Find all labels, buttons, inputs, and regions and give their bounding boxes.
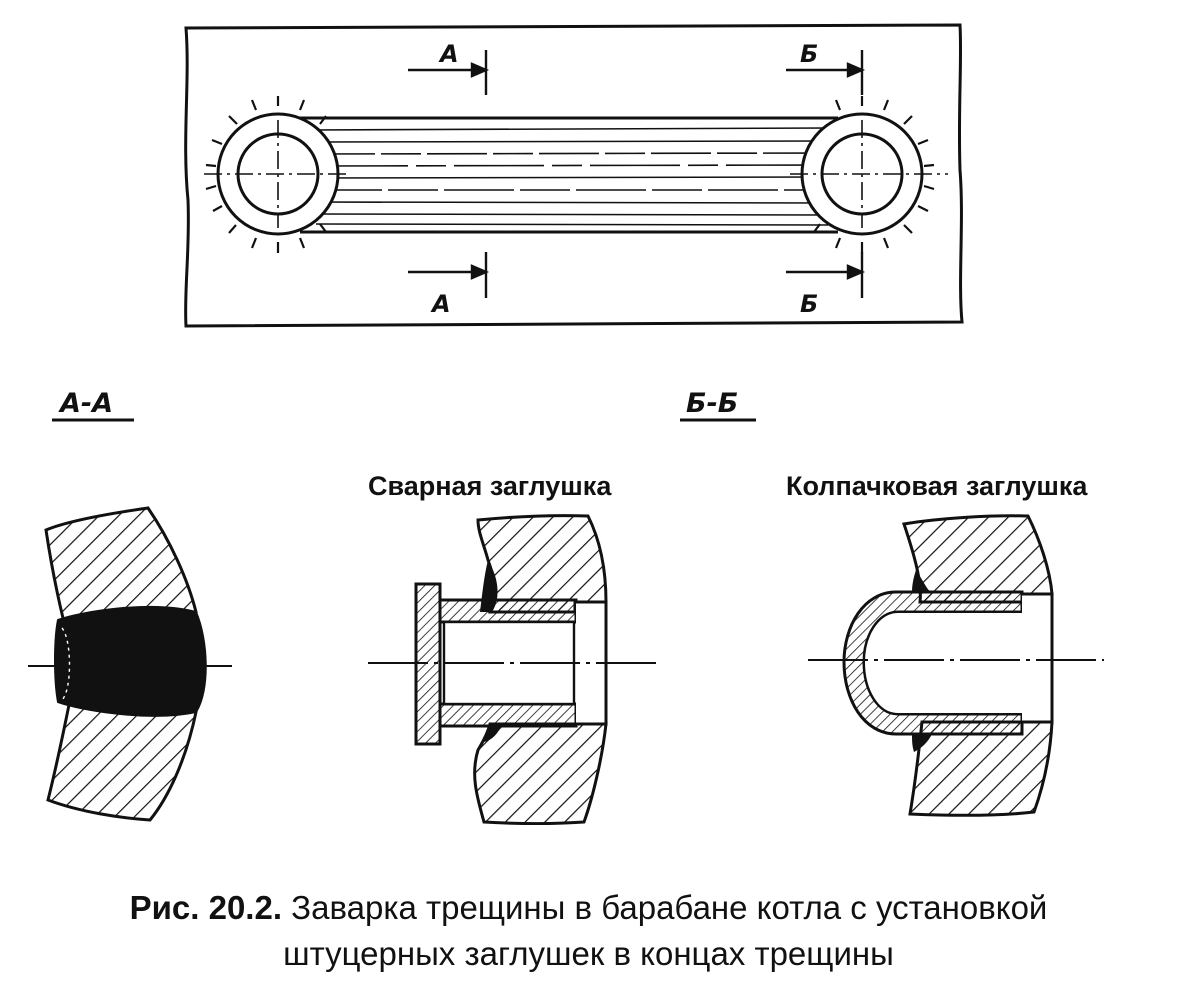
section-a-label-top: А: [438, 40, 459, 68]
section-b-label-top: Б: [800, 40, 818, 68]
welded-upper-wall: [476, 514, 608, 614]
drum-wall-plate: [184, 23, 964, 328]
welded-tube-wall-bottom: [438, 702, 578, 728]
right-hole-weld: [790, 96, 948, 253]
plan-view: А А Б Б: [184, 23, 964, 328]
section-marker-a: [408, 50, 490, 298]
crack-weld-band: [300, 116, 838, 234]
left-hole-weld: [204, 96, 350, 253]
welded-tube-wall-top: [438, 598, 578, 624]
section-aa-drawing: [28, 506, 232, 822]
section-b-label-bottom: Б: [800, 290, 818, 318]
section-bb-title: Б-Б: [686, 388, 738, 419]
cap-plug-title: Колпачковая заглушка: [786, 471, 1088, 501]
section-a-label-bottom: А: [430, 290, 451, 318]
section-marker-b: [786, 50, 866, 298]
figure-number: Рис. 20.2.: [129, 889, 282, 926]
figure-caption: Рис. 20.2. Заварка трещины в барабане ко…: [0, 886, 1177, 930]
caption-line-2: штуцерных заглушек в концах трещины: [283, 935, 894, 972]
section-aa-title: А-А: [58, 388, 113, 419]
aa-weld-bead: [54, 605, 207, 717]
figure-caption-line-2: штуцерных заглушек в концах трещины: [0, 932, 1177, 976]
cap-lower-wall: [908, 720, 1054, 817]
aa-lower-wall: [46, 688, 198, 822]
cap-plug-drawing: [808, 514, 1104, 817]
welded-lower-wall: [473, 722, 608, 825]
caption-line-1: Заварка трещины в барабане котла с устан…: [291, 889, 1048, 926]
welded-plug-drawing: [368, 514, 656, 825]
welded-plug-title: Сварная заглушка: [368, 471, 612, 501]
